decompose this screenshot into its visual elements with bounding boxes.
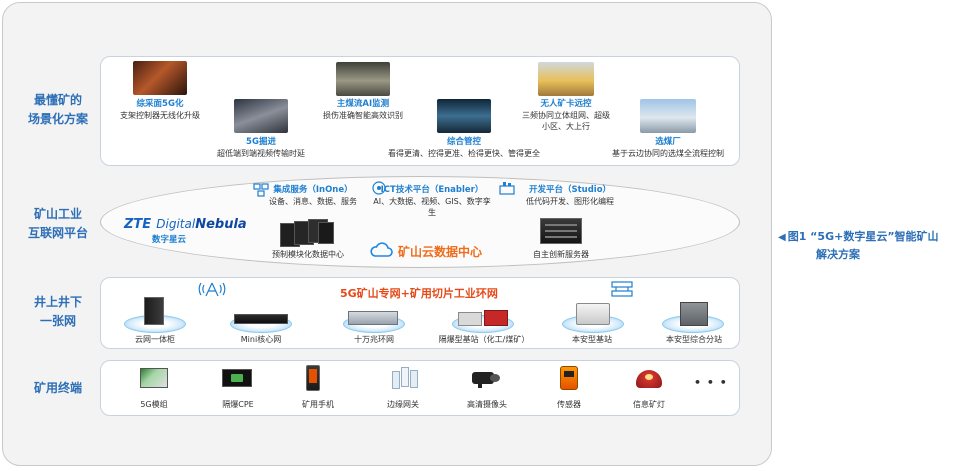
- network-box: [100, 277, 740, 349]
- row-label-platform: 矿山工业互联网平台: [27, 207, 88, 240]
- scene-unmanned-truck: 无人矿卡远控三频协同立体组网、超级小区、大上行: [522, 99, 610, 131]
- ring-network-switch-image: [348, 311, 398, 325]
- cloud-icon: [370, 242, 393, 257]
- hd-camera-image: [472, 370, 502, 388]
- zte-digital-nebula-logo: ZTE DigitalNebula: [124, 217, 247, 232]
- figure-caption: ◀图1 “5G+数字星云”智能矿山 解决方案: [778, 228, 939, 263]
- caption-line-2: 解决方案: [816, 248, 860, 261]
- mini-core-network-image: [234, 314, 288, 324]
- antenna-tower-icon: [198, 282, 226, 297]
- innovation-server-image: [540, 218, 582, 244]
- terminal-label-sensor: 传感器: [557, 400, 581, 409]
- modular-data-center-label: 预制模块化数据中心: [272, 250, 344, 259]
- row-label-terminal: 矿用终端: [33, 381, 82, 395]
- row-label-network: 井上井下一张网: [33, 295, 82, 328]
- innovation-server-label: 自主创新服务器: [533, 250, 589, 259]
- logo-subtitle: 数字星云: [152, 235, 187, 245]
- intrinsic-safe-substation-image: [680, 302, 708, 326]
- scene-image-conveyor: [336, 62, 390, 96]
- 5g-module-image: [140, 368, 168, 388]
- terminal-label-camera: 高清摄像头: [467, 400, 507, 409]
- terminal-label-lamp: 信息矿灯: [633, 400, 665, 409]
- scene-image-mining-truck: [538, 62, 594, 96]
- sensor-image: [560, 366, 578, 390]
- device-label-intrinsic-safe-bs: 本安型基站: [572, 335, 612, 344]
- mining-phone-image: [306, 365, 320, 391]
- ict-tech-platform: ICT技术平台（Enabler）AI、大数据、视频、GIS、数字孪生: [373, 185, 491, 217]
- edge-gateway-image: [392, 367, 418, 389]
- info-mining-lamp-image: [636, 368, 662, 390]
- scene-conveyor-ai: 主煤流AI监测损伤准确智能高效识别: [323, 99, 403, 120]
- dev-platform: 开发平台（Studio）低代码开发、图形化编程: [526, 185, 614, 206]
- ict-platform-icon: [372, 181, 386, 195]
- dev-platform-icon: [499, 182, 515, 195]
- device-label-ring-switch: 十万兆环网: [354, 335, 394, 344]
- explosion-proof-cpe-image: [222, 369, 252, 387]
- terminal-box: [100, 360, 740, 416]
- scene-coal-prep-plant: 选煤厂基于云边协同的选煤全流程控制: [612, 137, 724, 158]
- scene-image-control-room: [437, 99, 491, 133]
- device-label-cabinet: 云网一体柜: [135, 335, 175, 344]
- scene-image-coal-plant: [640, 99, 696, 133]
- cloud-network-cabinet-image: [144, 297, 164, 325]
- scene-image-mining-face: [133, 61, 187, 95]
- row-label-scene: 最懂矿的场景化方案: [27, 93, 88, 126]
- more-ellipsis: • • •: [694, 376, 728, 389]
- scene-image-tunneling: [234, 99, 288, 133]
- device-label-mini-core: Mini核心网: [240, 335, 282, 344]
- modular-data-center-image: [280, 219, 334, 247]
- ring-network-icon: [611, 281, 633, 297]
- scene-integrated-control: 综合管控看得更清、控得更准、检得更快、管得更全: [388, 137, 540, 158]
- caption-line-1: 图1 “5G+数字星云”智能矿山: [787, 230, 939, 243]
- integration-service: 集成服务（InOne）设备、消息、数据、服务: [269, 185, 357, 206]
- terminal-label-5g-module: 5G模组: [140, 400, 168, 409]
- network-title: 5G矿山专网+矿用切片工业环网: [340, 287, 498, 300]
- device-label-explosion-proof-bs: 隔爆型基站（化工/煤矿）: [438, 335, 530, 344]
- mine-cloud-data-center-title: 矿山云数据中心: [398, 245, 483, 259]
- caption-arrow-icon: ◀: [778, 232, 786, 243]
- scene-box: [100, 56, 740, 166]
- device-label-substation: 本安型综合分站: [666, 335, 722, 344]
- integration-service-icon: [253, 183, 269, 197]
- scene-tunneling: 5G掘进超低端到端视频传输时延: [217, 137, 305, 158]
- terminal-label-gateway: 边缘网关: [387, 400, 419, 409]
- platform-ellipse: [100, 176, 740, 268]
- terminal-label-phone: 矿用手机: [302, 400, 334, 409]
- scene-mining-face: 综采面5G化支架控制器无线化升级: [120, 99, 200, 120]
- terminal-label-cpe: 隔爆CPE: [222, 400, 254, 409]
- intrinsic-safe-base-station-image: [576, 303, 610, 325]
- explosion-proof-base-station-image: [458, 306, 510, 326]
